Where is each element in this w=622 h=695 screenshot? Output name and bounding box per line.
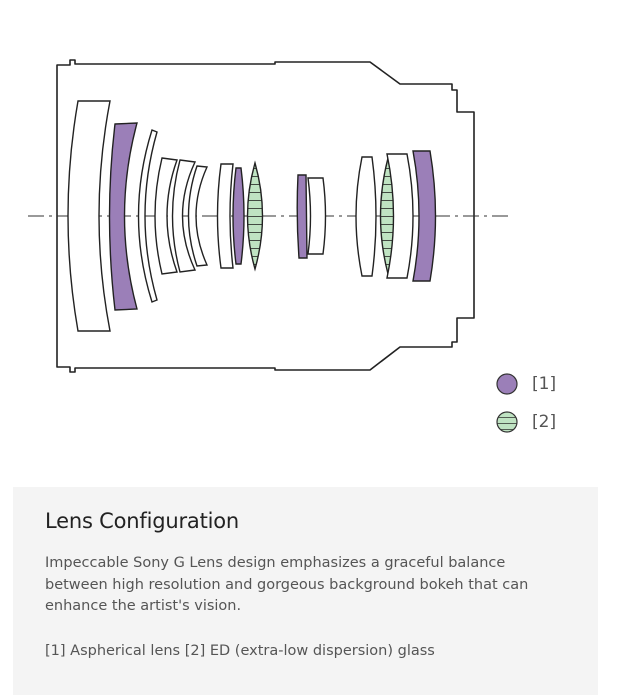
lens-element-15-aspherical	[412, 150, 437, 282]
lens-element-9-ed	[246, 160, 264, 272]
section-description: Impeccable Sony G Lens design emphasizes…	[45, 555, 529, 614]
lens-element-6	[187, 165, 209, 267]
lens-element-3	[137, 129, 158, 303]
legend-item-aspherical: [1]	[496, 373, 556, 395]
lens-element-1	[67, 100, 111, 332]
legend-footnote: [1] Aspherical lens [2] ED (extra-low di…	[45, 643, 435, 659]
legend-label: [2]	[532, 412, 557, 432]
lens-element-4	[154, 157, 178, 275]
lens-barrel-outline	[56, 59, 475, 373]
legend-label: [1]	[532, 374, 557, 394]
section-title: Lens Configuration	[45, 509, 239, 533]
ed-glass-swatch-icon	[496, 411, 518, 433]
lens-configuration-card: Lens Configuration Impeccable Sony G Len…	[13, 487, 598, 695]
lens-element-10-aspherical	[296, 174, 308, 259]
lens-element-2-aspherical	[108, 122, 138, 311]
lens-configuration-diagram	[28, 59, 510, 373]
lens-element-12	[355, 156, 377, 277]
lens-element-5	[171, 159, 197, 273]
aspherical-swatch-icon	[496, 373, 518, 395]
lens-element-14	[386, 153, 414, 279]
legend-item-ed-glass: [2]	[496, 411, 556, 433]
lens-element-7	[216, 163, 234, 269]
lens-element-11	[307, 177, 327, 255]
lens-element-8-aspherical	[232, 167, 245, 265]
